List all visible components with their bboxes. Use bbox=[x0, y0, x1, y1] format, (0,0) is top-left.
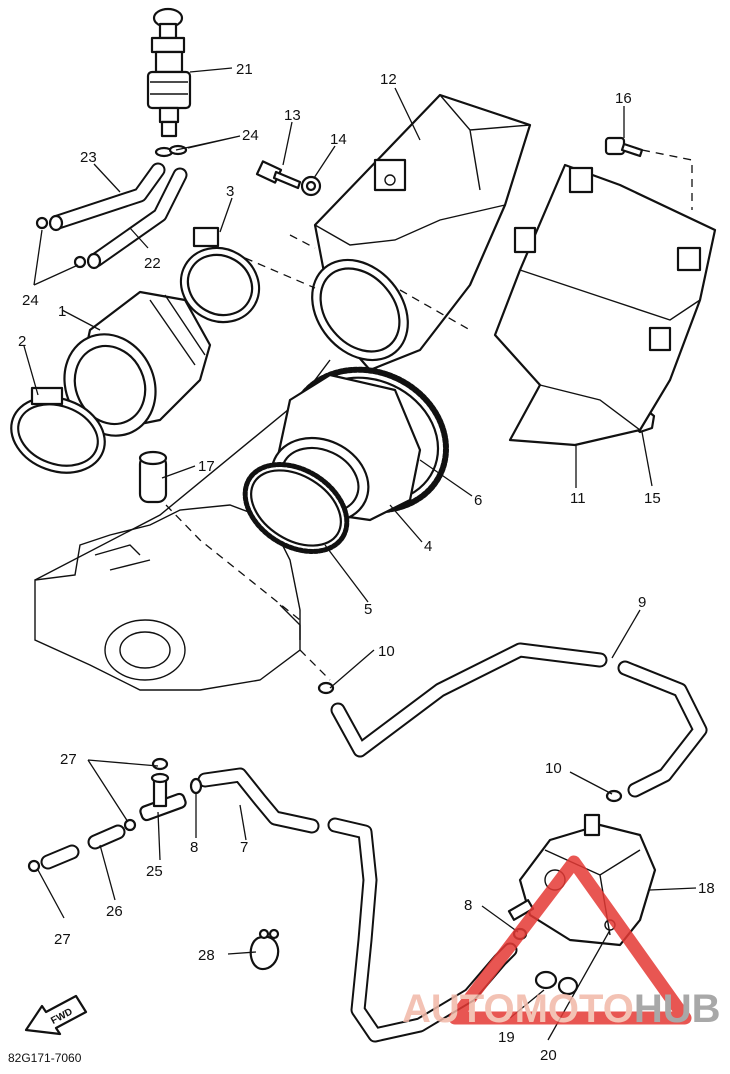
watermark-text-part2: HUB bbox=[634, 987, 721, 1031]
clip-10-upper bbox=[317, 681, 335, 695]
air-cleaner-case-12 bbox=[311, 93, 532, 372]
hose-clamp-2 bbox=[10, 386, 106, 474]
callout-13: 13 bbox=[284, 107, 301, 124]
nut-20 bbox=[557, 976, 579, 996]
clip-8-left bbox=[189, 777, 203, 795]
breather-hose-23 bbox=[48, 162, 166, 232]
svg-text:AUTOMOTOHUB: AUTOMOTOHUB bbox=[402, 987, 721, 1031]
callout-17: 17 bbox=[198, 458, 215, 475]
callout-10-lower: 10 bbox=[545, 760, 562, 777]
breather-hose-22 bbox=[86, 167, 188, 270]
callout-2: 2 bbox=[18, 333, 26, 350]
watermark: AUTOMOTOHUB bbox=[402, 855, 721, 1031]
callout-4: 4 bbox=[424, 538, 432, 555]
callout-28: 28 bbox=[198, 947, 215, 964]
callout-22: 22 bbox=[144, 255, 161, 272]
callout-5: 5 bbox=[364, 601, 372, 618]
bolt-16 bbox=[604, 136, 644, 158]
diagram-code: 82G171-7060 bbox=[8, 1051, 82, 1065]
o-ring-5 bbox=[242, 462, 350, 554]
drain-plug-17 bbox=[138, 450, 168, 504]
callout-24-left: 24 bbox=[22, 292, 39, 309]
callout-11: 11 bbox=[570, 490, 586, 507]
callout-1: 1 bbox=[58, 303, 66, 320]
callout-15: 15 bbox=[644, 490, 661, 507]
callout-16: 16 bbox=[615, 90, 632, 107]
callout-9: 9 bbox=[638, 594, 646, 611]
hose-piece-26 bbox=[40, 824, 126, 870]
forward-direction-arrow: FWD bbox=[24, 994, 88, 1036]
intake-joint-1 bbox=[63, 290, 212, 437]
washer-14 bbox=[300, 175, 322, 197]
callout-27-top: 27 bbox=[60, 751, 77, 768]
callout-6: 6 bbox=[474, 492, 482, 509]
callout-23: 23 bbox=[80, 149, 97, 166]
watermark-text-part1: AUTOMOTO bbox=[402, 987, 634, 1031]
hose-clamp-3 bbox=[179, 226, 261, 324]
callout-labels: 21 12 16 13 14 24 23 3 22 24 1 2 17 6 11… bbox=[18, 61, 715, 1064]
callout-14: 14 bbox=[330, 131, 347, 148]
clip-set-24-left bbox=[35, 216, 87, 269]
callout-3: 3 bbox=[226, 183, 234, 200]
callout-8-right: 8 bbox=[464, 897, 472, 914]
alignment-lines-top bbox=[165, 149, 693, 681]
callout-27-bottom: 27 bbox=[54, 931, 71, 948]
breather-valve bbox=[146, 7, 192, 138]
callout-26: 26 bbox=[106, 903, 123, 920]
callout-20: 20 bbox=[540, 1047, 557, 1064]
callout-18: 18 bbox=[698, 880, 715, 897]
bolt-13 bbox=[255, 160, 302, 190]
callout-21: 21 bbox=[236, 61, 253, 78]
hose-9 bbox=[330, 642, 708, 798]
callout-8-left: 8 bbox=[190, 839, 198, 856]
callout-25: 25 bbox=[146, 863, 163, 880]
callout-7: 7 bbox=[240, 839, 248, 856]
callout-24-top: 24 bbox=[242, 127, 259, 144]
clamp-28 bbox=[249, 928, 280, 971]
air-filter-cover-11 bbox=[493, 163, 717, 447]
callout-12: 12 bbox=[380, 71, 397, 88]
grommet-19 bbox=[534, 970, 558, 990]
callout-19: 19 bbox=[498, 1029, 515, 1046]
watermark-triangle-icon bbox=[448, 855, 692, 1025]
tee-fitting-25 bbox=[139, 772, 187, 822]
clip-set-24-top bbox=[154, 144, 188, 158]
callout-10-upper: 10 bbox=[378, 643, 395, 660]
